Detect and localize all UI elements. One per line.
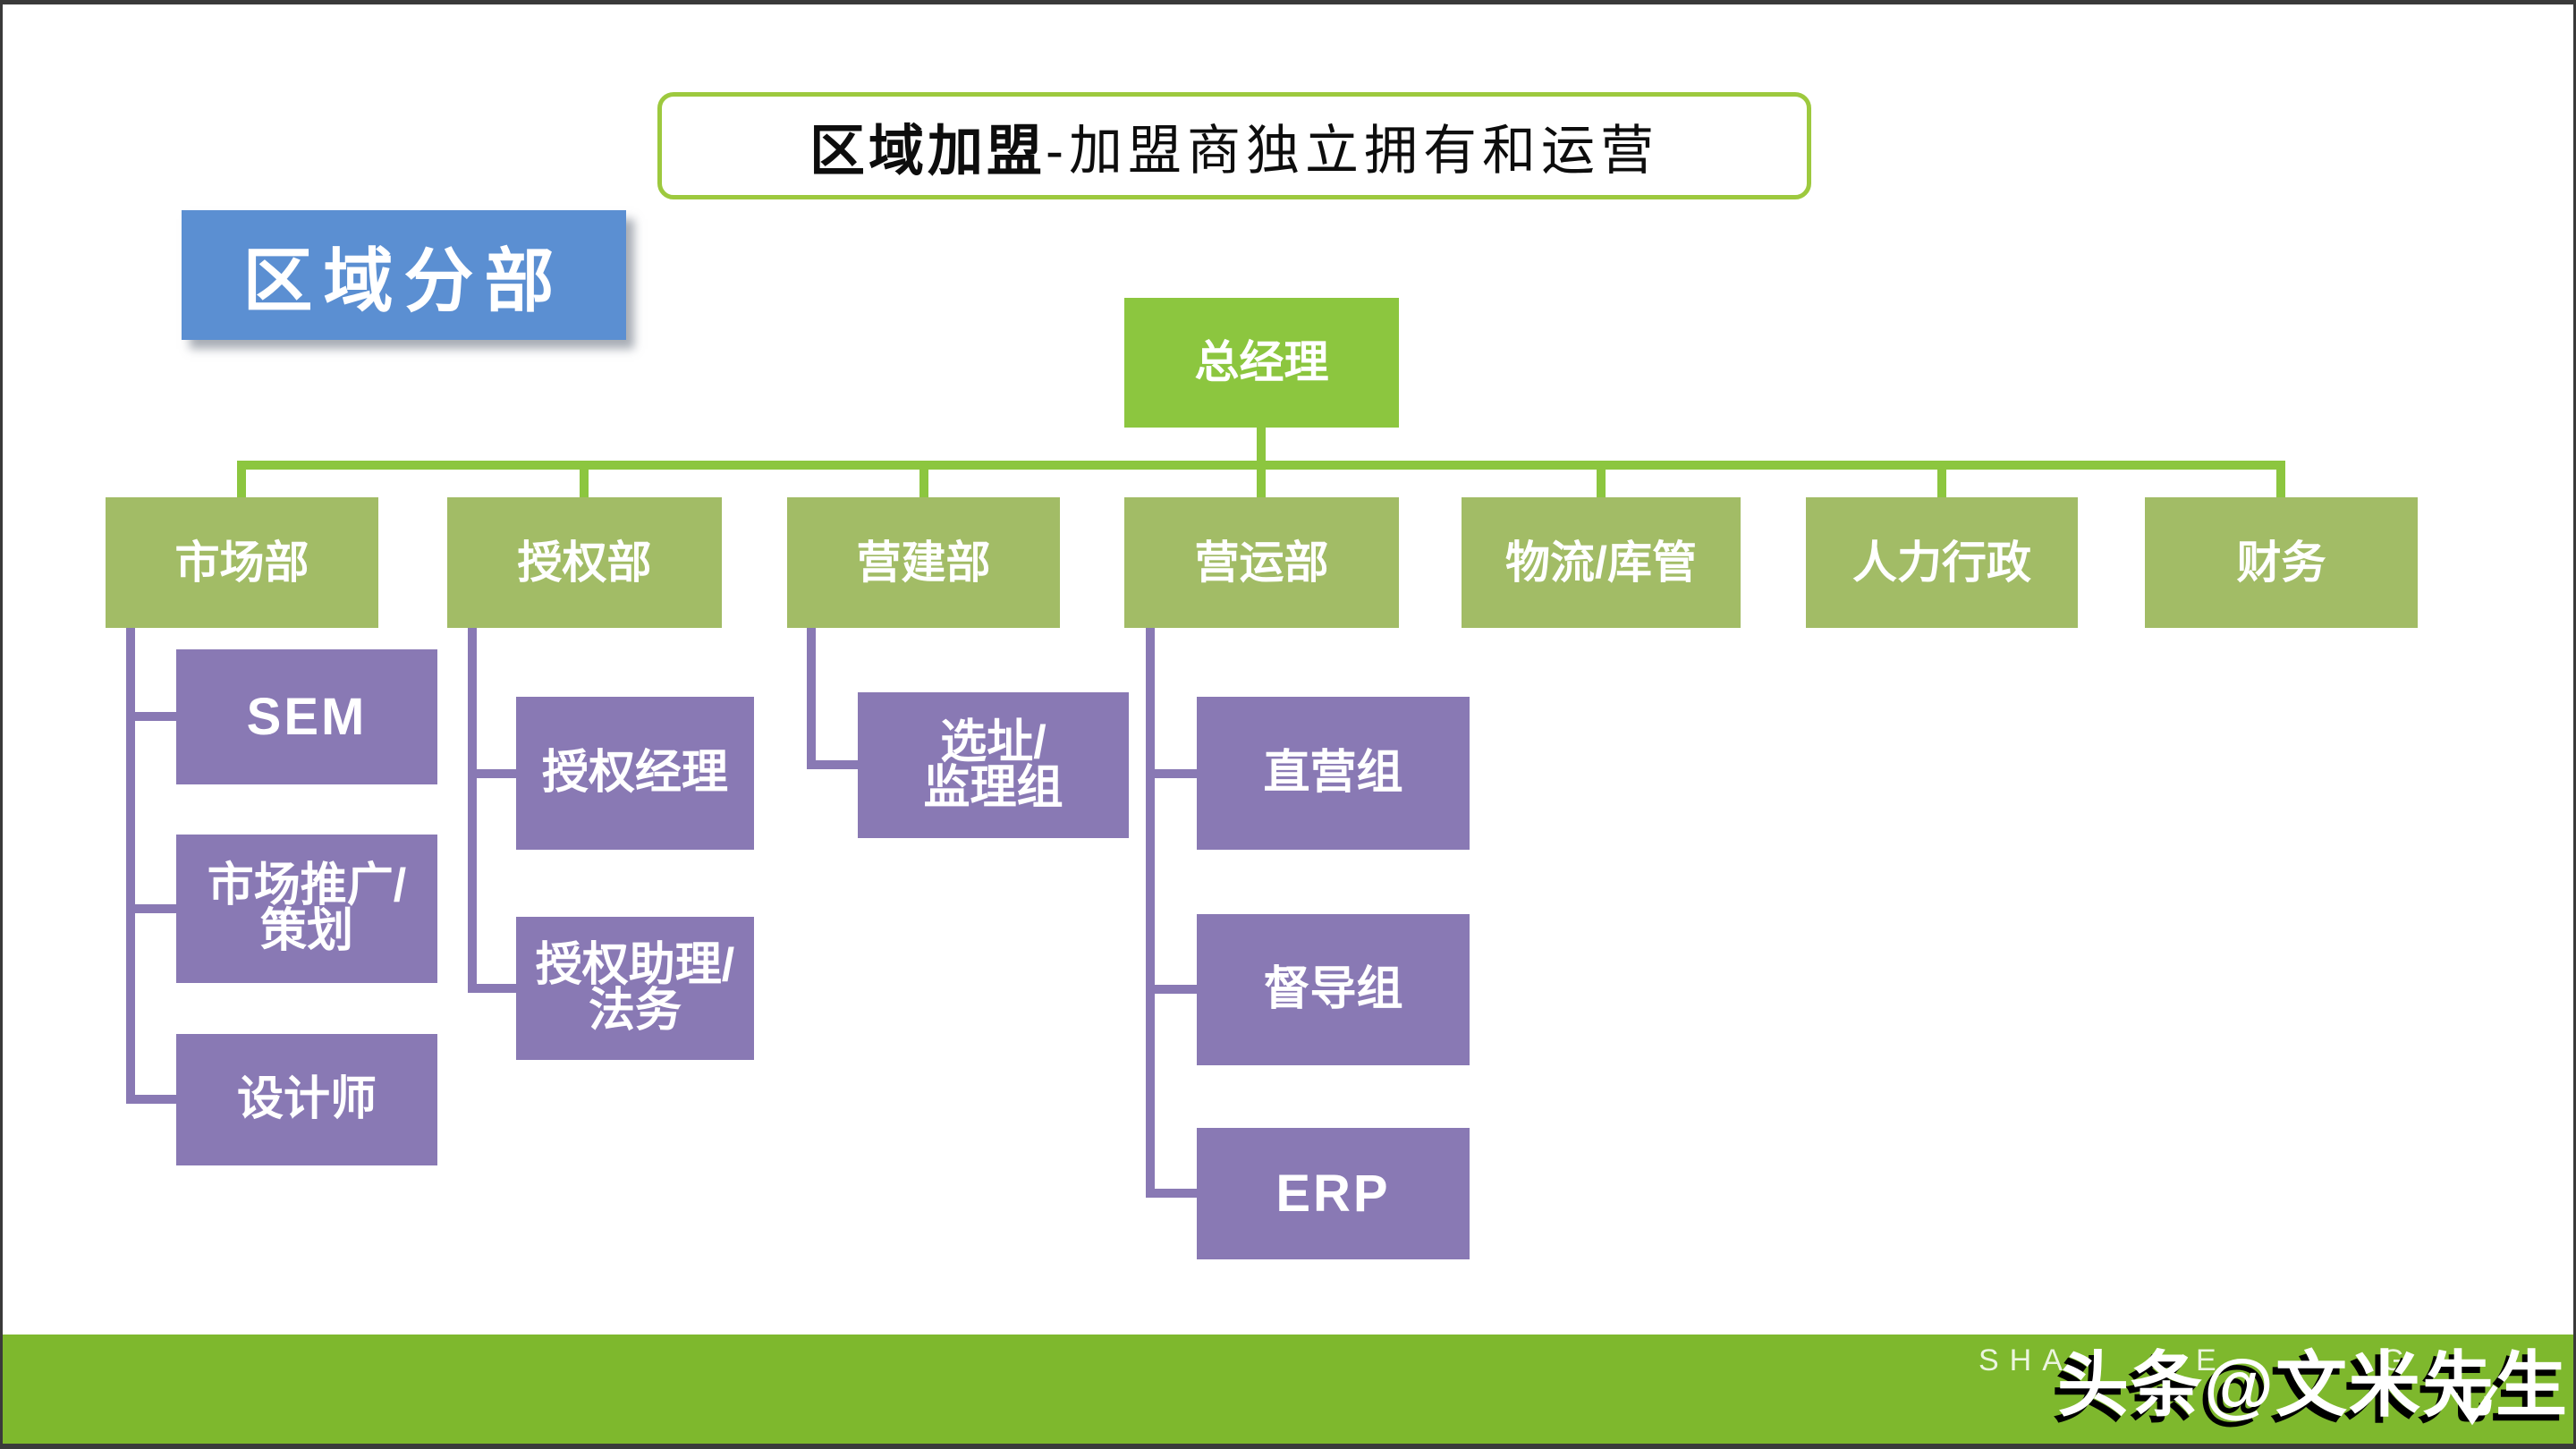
org-node-designer: 设计师 — [176, 1034, 437, 1165]
org-node-market-promo-line2: 策划 — [259, 905, 353, 957]
connector-authorize-vertical — [468, 628, 477, 993]
slide-border-top — [0, 0, 2576, 4]
connector-departments-bar — [237, 461, 2285, 470]
section-badge: 区域分部 — [182, 210, 626, 340]
connector-drop-finance — [2276, 470, 2285, 497]
org-node-supervise-group: 督导组 — [1197, 914, 1470, 1065]
org-node-site-selection-line1: 选址/ — [940, 716, 1046, 768]
slide-title-box: 区域加盟-加盟商独立拥有和运营 — [657, 92, 1811, 199]
org-node-authorize-assistant: 授权助理/法务 — [516, 917, 754, 1060]
footer-template-letters-c: G — [2381, 1343, 2416, 1377]
connector-market-elbow-promo — [126, 904, 182, 913]
connector-root-stub — [1257, 428, 1266, 461]
org-node-authorize-assistant-line1: 授权助理/ — [535, 939, 735, 992]
org-node-sem: SEM — [176, 649, 437, 784]
connector-drop-hr — [1937, 470, 1946, 497]
org-node-market-promo: 市场推广/策划 — [176, 835, 437, 983]
org-node-authorize-manager: 授权经理 — [516, 697, 754, 850]
connector-authorize-elbow-manager — [468, 769, 521, 778]
org-node-direct-group: 直营组 — [1197, 697, 1470, 850]
footer-template-letters-a: SHA — [1979, 1343, 2073, 1377]
org-node-market-promo-line1: 市场推广/ — [207, 860, 407, 912]
connector-market-elbow-sem — [126, 712, 182, 721]
connector-drop-market — [237, 470, 246, 497]
connector-operate-elbow-erp — [1146, 1189, 1202, 1198]
connector-market-vertical — [126, 628, 135, 1104]
org-node-operate-dept: 营运部 — [1124, 497, 1399, 628]
org-node-general-manager: 总经理 — [1124, 298, 1399, 428]
connector-operate-elbow-supervise — [1146, 985, 1202, 994]
connector-construct-elbow-site — [807, 760, 863, 769]
chevron-down-icon — [2446, 1385, 2498, 1426]
connector-drop-authorize — [580, 470, 589, 497]
org-node-finance-dept: 财务 — [2145, 497, 2418, 628]
org-node-site-selection-line2: 监理组 — [923, 761, 1063, 814]
slide-border-left — [0, 0, 3, 1449]
org-node-authorize-assistant-line2: 法务 — [588, 985, 682, 1037]
connector-drop-operate — [1257, 470, 1266, 497]
footer-template-letters-b: E — [2196, 1343, 2227, 1377]
connector-operate-vertical — [1146, 628, 1155, 1198]
org-node-logistics-dept: 物流/库管 — [1462, 497, 1741, 628]
connector-drop-construct — [919, 470, 928, 497]
connector-operate-elbow-direct — [1146, 769, 1202, 778]
slide-border-right — [2573, 0, 2576, 1449]
slide-border-bottom — [0, 1444, 2576, 1449]
connector-market-elbow-designer — [126, 1095, 182, 1104]
slide-title-rest: -加盟商独立拥有和运营 — [1046, 120, 1659, 181]
slide-title-emphasis: 区域加盟 — [809, 121, 1046, 182]
org-node-erp: ERP — [1197, 1128, 1470, 1259]
connector-authorize-elbow-assistant — [468, 984, 521, 993]
connector-drop-logistics — [1597, 470, 1606, 497]
watermark-text: 头条@文米先生 — [2057, 1345, 2570, 1425]
footer-bar — [0, 1335, 2576, 1444]
org-node-construct-dept: 营建部 — [787, 497, 1060, 628]
org-node-hr-dept: 人力行政 — [1806, 497, 2078, 628]
org-node-authorize-dept: 授权部 — [447, 497, 722, 628]
org-node-market-dept: 市场部 — [106, 497, 378, 628]
connector-construct-vertical — [807, 628, 816, 769]
org-node-site-selection: 选址/监理组 — [858, 692, 1129, 838]
